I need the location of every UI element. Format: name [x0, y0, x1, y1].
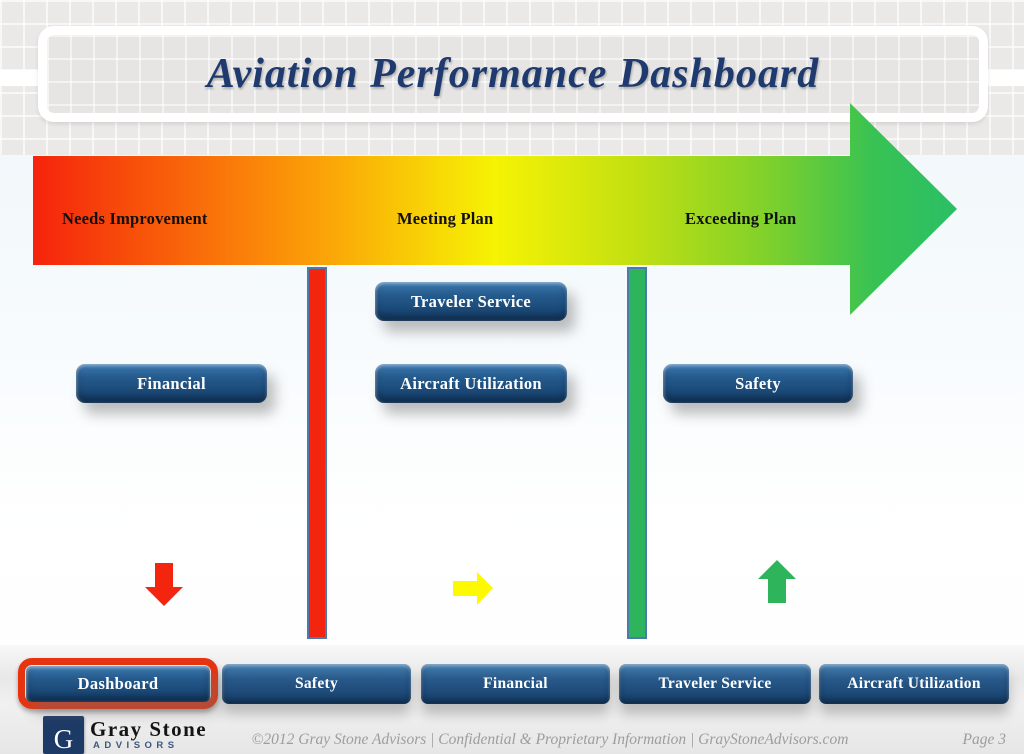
metric-button-financial[interactable]: Financial — [76, 364, 267, 403]
zone-label-exceeding-plan: Exceeding Plan — [685, 209, 797, 228]
metric-button-traveler-service[interactable]: Traveler Service — [375, 282, 567, 321]
metric-button-aircraft-utilization[interactable]: Aircraft Utilization — [375, 364, 567, 403]
metric-button-label: Traveler Service — [410, 291, 532, 311]
nav-button-traveler-service[interactable]: Traveler Service — [619, 664, 811, 704]
nav-button-aircraft-utilization[interactable]: Aircraft Utilization — [819, 664, 1009, 704]
up-arrow-icon — [758, 560, 796, 603]
graystone-logo-icon: G — [43, 716, 84, 754]
nav-button-label: Aircraft Utilization — [847, 675, 981, 692]
zone-label-needs-improvement: Needs Improvement — [62, 209, 208, 228]
nav-button-financial[interactable]: Financial — [421, 664, 610, 704]
page-number: Page 3 — [962, 731, 1006, 748]
zone-label-meeting-plan: Meeting Plan — [397, 209, 494, 228]
logo-monogram: G — [53, 724, 74, 754]
nav-button-label: Financial — [483, 675, 548, 692]
metric-button-safety[interactable]: Safety — [663, 364, 853, 403]
divider-red-bar — [307, 267, 327, 639]
right-arrow-icon — [453, 572, 493, 605]
logo-subtitle: ADVISORS — [93, 740, 179, 751]
page-title: Aviation Performance Dashboard — [206, 51, 820, 97]
metric-button-label: Financial — [137, 373, 206, 393]
nav-button-label: Traveler Service — [658, 675, 772, 692]
logo-company-name: Gray Stone — [90, 717, 208, 741]
nav-button-label: Dashboard — [77, 674, 159, 693]
down-arrow-icon — [145, 563, 183, 606]
nav-button-dashboard[interactable]: Dashboard — [26, 666, 210, 702]
metric-button-label: Safety — [735, 373, 781, 393]
divider-green-bar — [627, 267, 647, 639]
nav-button-label: Safety — [294, 675, 339, 692]
active-tab-highlight-ring — [18, 658, 218, 709]
metric-button-label: Aircraft Utilization — [400, 373, 542, 393]
performance-gauge-arrow — [33, 103, 957, 315]
footer-copyright: ©2012 Gray Stone Advisors | Confidential… — [251, 731, 849, 748]
nav-button-safety[interactable]: Safety — [222, 664, 411, 704]
title-frame: Aviation Performance Dashboard — [38, 26, 988, 122]
